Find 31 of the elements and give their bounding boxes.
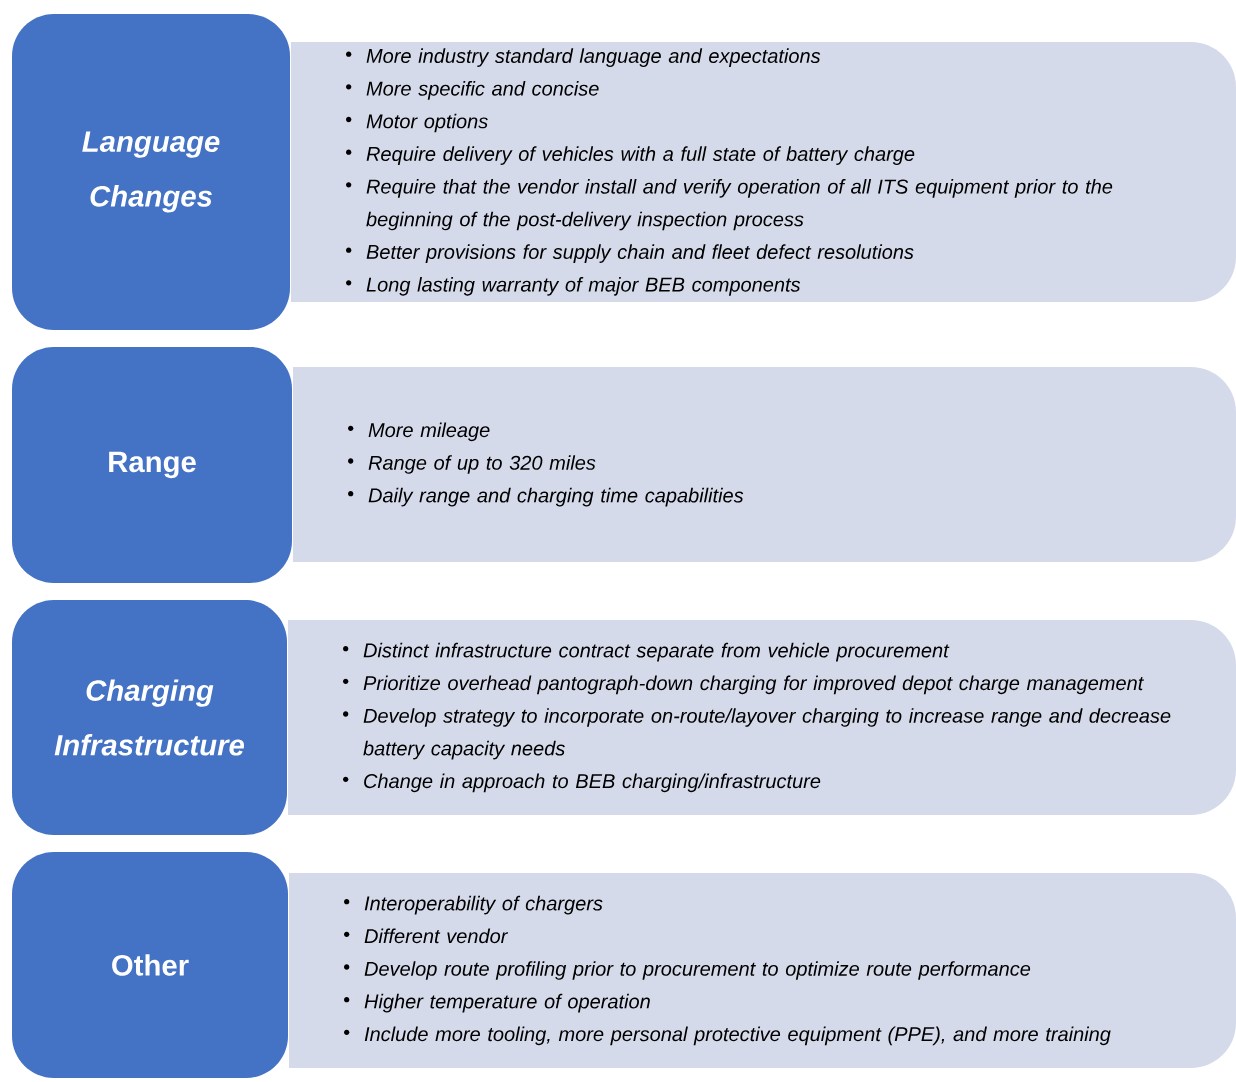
bullet-item: Change in approach to BEB charging/infrastructure bbox=[343, 773, 821, 793]
bullet-item: Include more tooling, more personal protective equipment (PPE), and more training bbox=[344, 1026, 1111, 1046]
list-panel bbox=[289, 873, 1236, 1068]
list-panel bbox=[288, 620, 1236, 815]
bullet-item: Require that the vendor install and verify operation of all ITS equipment prior to the beginning of the post-delivery inspection process bbox=[346, 179, 1113, 231]
bullet-item: More mileage bbox=[348, 422, 490, 442]
category-box bbox=[12, 347, 292, 583]
bullet-item: Prioritize overhead pantograph-down charging for improved depot charge management bbox=[343, 675, 1144, 695]
bullet-item: Better provisions for supply chain and fleet defect resolutions bbox=[346, 244, 914, 263]
bullet-item: Motor options bbox=[346, 113, 488, 133]
list-panel bbox=[293, 367, 1236, 562]
bullet-item: Long lasting warranty of major BEB components bbox=[346, 277, 801, 296]
category-title: Language Changes bbox=[82, 131, 220, 213]
category-title: Other bbox=[112, 954, 189, 976]
bullet-item: Interoperability of chargers bbox=[344, 895, 603, 915]
category-box bbox=[12, 600, 287, 835]
bullet-item: Develop route profiling prior to procurement to optimize route performance bbox=[344, 961, 1031, 980]
bullet-item: Higher temperature of operation bbox=[344, 993, 650, 1013]
bullet-item: Develop strategy to incorporate on-route/layover charging to increase range and decrease battery capacity needs bbox=[343, 708, 1171, 760]
category-box bbox=[12, 14, 290, 330]
category-box bbox=[12, 852, 288, 1078]
bullet-item: Require delivery of vehicles with a full state of battery charge bbox=[346, 146, 915, 165]
bullet-item: More industry standard language and expectations bbox=[346, 48, 821, 67]
category-title: Range bbox=[109, 451, 196, 479]
category-title: Charging Infrastructure bbox=[54, 679, 245, 756]
bullet-item: Range of up to 320 miles bbox=[348, 455, 596, 474]
bullet-item: Distinct infrastructure contract separate from vehicle procurement bbox=[343, 642, 950, 662]
list-panel bbox=[291, 42, 1236, 302]
bullet-item: Different vendor bbox=[344, 928, 509, 944]
bullet-item: Daily range and charging time capabilities bbox=[348, 487, 744, 507]
bullet-item: More specific and concise bbox=[346, 81, 599, 100]
